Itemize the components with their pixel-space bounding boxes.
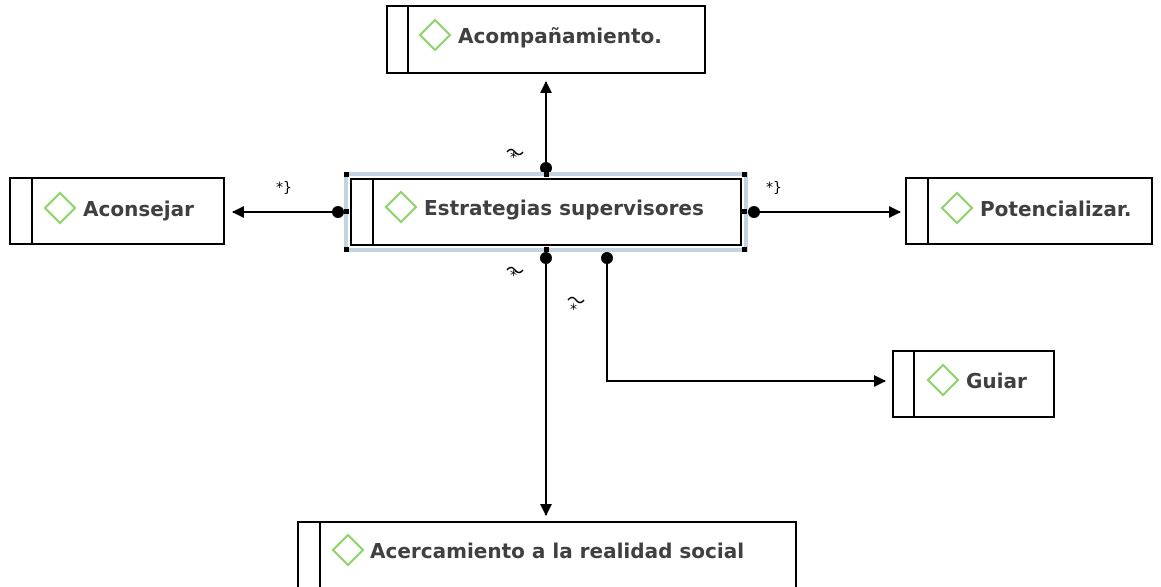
tilde-mark: [506, 148, 524, 156]
multiplicity-guiar: *: [570, 302, 577, 318]
multiplicity-right: *}: [766, 180, 782, 196]
node-guiar[interactable]: Guiar: [892, 350, 1055, 418]
diamond-icon: [926, 363, 960, 397]
node-acercamiento[interactable]: Acercamiento a la realidad social: [297, 521, 797, 587]
connector-dot-icon: [748, 206, 760, 218]
multiplicity-top: *: [510, 150, 517, 166]
diamond-icon: [331, 533, 365, 567]
connector-right[interactable]: [748, 206, 901, 218]
node-label: Guiar: [966, 369, 1027, 393]
tilde-mark: [506, 266, 524, 274]
connector-dot-icon: [540, 252, 552, 264]
connector-guiar[interactable]: [601, 252, 886, 387]
node-label: Acompañamiento.: [458, 24, 662, 48]
tilde-mark: [567, 296, 585, 304]
diamond-icon: [418, 18, 452, 52]
multiplicity-bottom: *: [510, 268, 517, 284]
node-label: Potencializar.: [980, 197, 1131, 221]
connector-left[interactable]: [232, 206, 344, 218]
node-label: Acercamiento a la realidad social: [370, 539, 744, 563]
connector-dot-icon: [332, 206, 344, 218]
node-estrategias-supervisores[interactable]: Estrategias supervisores: [344, 172, 748, 252]
connector-dot-icon: [601, 252, 613, 264]
diamond-icon: [940, 191, 974, 225]
node-aconsejar[interactable]: Aconsejar: [9, 177, 225, 245]
node-potencializar[interactable]: Potencializar.: [905, 177, 1153, 245]
diamond-icon: [384, 190, 418, 224]
node-label: Aconsejar: [83, 197, 194, 221]
node-label: Estrategias supervisores: [424, 196, 704, 220]
multiplicity-left: *}: [276, 180, 292, 196]
diamond-icon: [43, 191, 77, 225]
connector-top[interactable]: [540, 81, 552, 174]
connector-dot-icon: [540, 162, 552, 174]
selection-handles[interactable]: [344, 172, 747, 252]
connector-bottom[interactable]: [540, 252, 552, 516]
node-acompanamiento[interactable]: Acompañamiento.: [386, 5, 706, 74]
